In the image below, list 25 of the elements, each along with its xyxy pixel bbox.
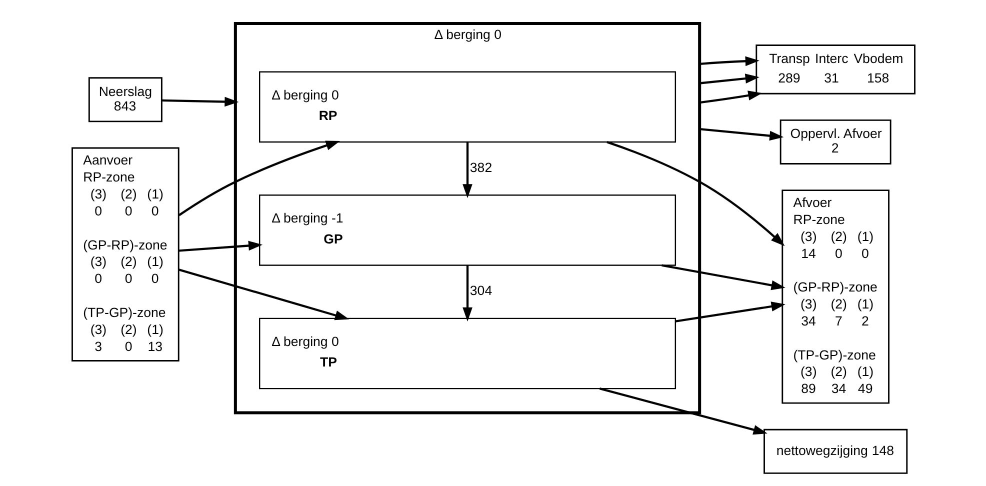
arrow (698, 127, 784, 140)
arrow (462, 142, 472, 198)
arrow (178, 268, 349, 320)
arrow (606, 140, 784, 246)
node-box: Transp Interc Vbodem 289 31 158 (755, 44, 915, 94)
arrow (462, 265, 472, 321)
node-box: Δ berging 0 TP (258, 317, 676, 389)
arrow (699, 56, 759, 66)
arrow (161, 96, 238, 106)
node-box: Afvoer RP-zone (3) (2) (1) 14 0 0 (GP-RP)-zone (3) (2) (1) 34 7 2 (TP-GP)-zone (3) (2) (1) 89 34 49 (781, 189, 889, 404)
node-box: nettowegzijging 148 (763, 428, 908, 474)
arrow (698, 90, 762, 104)
edge-label: 304 (469, 282, 492, 298)
arrow (674, 301, 785, 322)
arrow (661, 264, 785, 290)
arrow (178, 240, 262, 252)
node-box: Aanvoer RP-zone (3) (2) (1) 0 0 0 (GP-RP)-zone (3) (2) (1) 0 0 0 (TP-GP)-zone (3) (2) (1) 3 0 13 (71, 146, 179, 361)
arrow (178, 140, 340, 216)
arrow (598, 387, 767, 434)
node-box: Δ berging -1 GP (258, 194, 676, 266)
node-box: Δ berging 0 RP (258, 70, 676, 142)
node-box: Neerslag 843 (88, 76, 162, 122)
arrow (698, 73, 759, 84)
node-box: Oppervl. Afvoer 2 (779, 118, 891, 164)
edge-label: 382 (469, 159, 492, 174)
